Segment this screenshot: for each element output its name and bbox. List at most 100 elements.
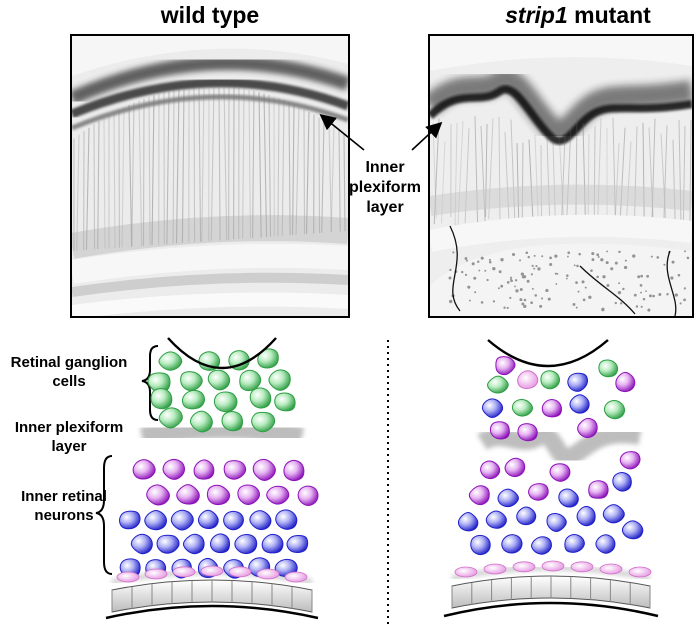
mut-amacrine-cell <box>577 417 598 439</box>
mut-bipolar-cell <box>564 534 585 553</box>
wt-ganglion-cell <box>158 407 183 429</box>
wt-ganglion-cell <box>268 369 291 391</box>
wt-amacrine-cell <box>206 484 231 506</box>
mut-bipolar-cell <box>602 504 625 524</box>
wt-bipolar-cell <box>261 533 284 554</box>
mut-horizontal-cell <box>517 370 539 389</box>
wt-ganglion-cell <box>249 387 272 409</box>
mutant-micrograph <box>428 34 694 318</box>
wt-ganglion-cell <box>239 369 262 392</box>
mut-amacrine-cell <box>489 421 510 440</box>
mut-bipolar-cell <box>621 520 644 540</box>
wt-horizontal-cell <box>144 568 168 580</box>
wt-amacrine-cell <box>132 459 156 480</box>
mut-horizontal-cell <box>483 563 507 575</box>
mut-bipolar-cell <box>576 505 596 527</box>
mut-amacrine-cell <box>619 451 641 470</box>
mut-horizontal-cell <box>541 560 565 572</box>
mut-bipolar-cell <box>497 488 519 508</box>
mut-bipolar-cell <box>546 513 567 532</box>
wt-bipolar-cell <box>210 533 231 554</box>
wt-ganglion-cell <box>180 371 203 392</box>
mutant-title: strip1 mutant <box>488 2 668 29</box>
wt-bipolar-cell <box>119 510 141 530</box>
wt-ipl-band <box>139 418 305 447</box>
mut-horizontal-cell <box>512 561 536 573</box>
ganglion-brace <box>141 345 159 421</box>
wt-bipolar-cell <box>286 534 309 554</box>
mut-ganglion-cell <box>487 375 509 394</box>
mut-amacrine-cell <box>541 398 563 418</box>
mut-horizontal-cell <box>599 563 623 575</box>
wt-ganglion-cell <box>181 389 206 410</box>
neurons-label: Inner retinal neurons <box>0 487 128 525</box>
micrograph-ipl-line1: Inner <box>365 159 405 176</box>
wt-amacrine-cell <box>283 459 305 482</box>
mut-bipolar-cell <box>567 372 589 392</box>
wt-bipolar-cell <box>197 509 219 530</box>
wt-bipolar-cell <box>249 510 272 531</box>
wt-amacrine-cell <box>252 458 276 481</box>
wt-bipolar-cell <box>223 510 244 531</box>
mut-bipolar-cell <box>595 534 616 554</box>
mut-amacrine-cell <box>480 460 501 480</box>
ganglion-label-line2: cells <box>52 373 86 390</box>
wt-amacrine-cell <box>266 485 290 505</box>
mut-horizontal-cell <box>570 561 594 573</box>
wt-bipolar-cell <box>144 510 168 531</box>
wt-bipolar-cell <box>275 509 298 530</box>
mutant-title-suffix: mutant <box>567 2 651 28</box>
wt-lens-arc <box>167 337 277 370</box>
micrograph-ipl-label: Inner plexiform layer <box>345 158 425 218</box>
mut-bipolar-cell <box>612 471 632 492</box>
wt-ganglion-cell <box>158 351 183 371</box>
wt-ganglion-cell <box>147 372 171 393</box>
mut-lens-arc <box>487 339 609 368</box>
wt-bipolar-cell <box>156 534 180 554</box>
wt-amacrine-cell <box>193 459 215 480</box>
wt-horizontal-cell <box>228 566 252 578</box>
neurons-label-line2: neurons <box>34 507 94 524</box>
mutant-gene-name: strip1 <box>505 2 568 28</box>
mut-amacrine-cell <box>495 356 516 376</box>
mut-bipolar-cell <box>457 511 479 532</box>
wt-ganglion-cell <box>207 369 231 391</box>
wt-bipolar-cell <box>170 509 194 531</box>
mut-ganglion-cell <box>540 370 561 390</box>
mut-amacrine-cell <box>615 371 636 393</box>
wt-amacrine-cell <box>146 484 170 506</box>
wt-horizontal-cell <box>284 571 308 583</box>
wt-bipolar-cell <box>130 533 153 555</box>
wt-horizontal-cell <box>172 566 196 578</box>
wt-amacrine-cell <box>223 460 247 480</box>
wt-ganglion-cell <box>257 348 279 369</box>
wt-amacrine-cell <box>237 484 261 506</box>
mut-ganglion-cell <box>598 359 619 378</box>
mut-horizontal-cell <box>454 566 478 578</box>
mut-bipolar-cell <box>516 506 537 526</box>
mut-amacrine-cell <box>504 457 526 478</box>
wt-bipolar-cell <box>234 534 258 555</box>
mut-amacrine-cell <box>549 463 571 482</box>
ipl-diagram-label-line1: Inner plexiform <box>14 419 124 436</box>
ipl-diagram-label: Inner plexiform layer <box>0 418 138 456</box>
wild-type-title: wild type <box>160 2 260 28</box>
mut-bipolar-cell <box>569 394 590 414</box>
mut-bipolar-cell <box>481 398 504 418</box>
mut-ganglion-cell <box>511 399 533 417</box>
wt-bipolar-cell <box>182 533 205 555</box>
wt-amacrine-cell <box>297 485 319 507</box>
wt-ganglion-cell <box>189 410 213 433</box>
mut-bipolar-cell <box>531 536 552 555</box>
mut-amacrine-cell <box>468 485 490 506</box>
mut-ganglion-cell <box>603 400 626 420</box>
mut-bipolar-cell <box>470 534 491 556</box>
neurons-label-line1: Inner retinal <box>21 488 107 505</box>
wt-horizontal-cell <box>116 571 140 583</box>
ganglion-label-line1: Retinal ganglion <box>10 354 128 371</box>
mut-amacrine-cell <box>588 480 609 499</box>
mut-amacrine-cell <box>528 483 549 501</box>
wt-amacrine-cell <box>162 458 186 480</box>
